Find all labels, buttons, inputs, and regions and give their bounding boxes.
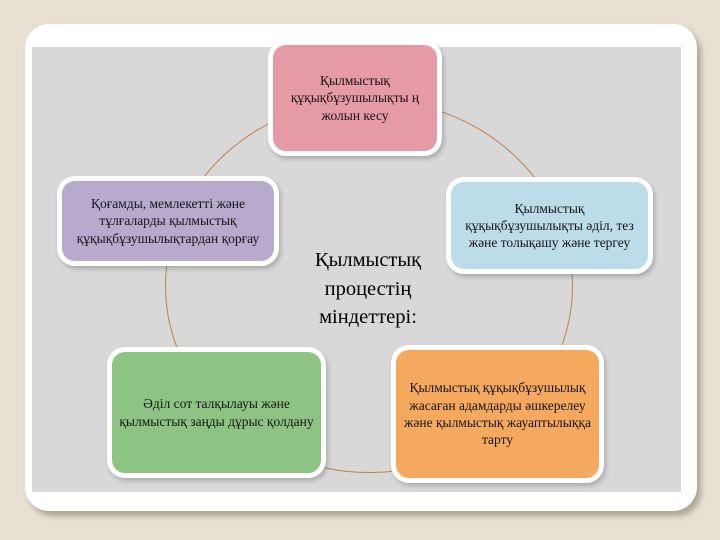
- diagram-node-bottom-left-label: Әділ сот талқылауы және қылмыстық заңды …: [119, 396, 314, 429]
- diagram-node-top-left: Қоғамды, мемлекетті және тұлғаларды қылм…: [57, 176, 279, 266]
- diagram-node-bottom-right: Қылмыстық құқықбұзушылық жасаған адамдар…: [391, 345, 604, 483]
- diagram-node-right: Қылмыстық құқықбұзушылықты әділ, тез жән…: [446, 177, 653, 274]
- diagram-center-title: Қылмыстық процестің міндеттері:: [314, 249, 422, 329]
- diagram-node-bottom-right-label: Қылмыстық құқықбұзушылық жасаған адамдар…: [404, 380, 591, 448]
- diagram-node-bottom-left: Әділ сот талқылауы және қылмыстық заңды …: [107, 347, 326, 478]
- diagram-node-top: Қылмыстық құқықбұзушылықты ң жолын кесу: [268, 40, 442, 156]
- diagram-node-top-label: Қылмыстық құқықбұзушылықты ң жолын кесу: [290, 73, 420, 123]
- diagram-node-right-label: Қылмыстық құқықбұзушылықты әділ, тез жән…: [465, 200, 634, 251]
- diagram-node-top-left-label: Қоғамды, мемлекетті және тұлғаларды қылм…: [76, 196, 260, 246]
